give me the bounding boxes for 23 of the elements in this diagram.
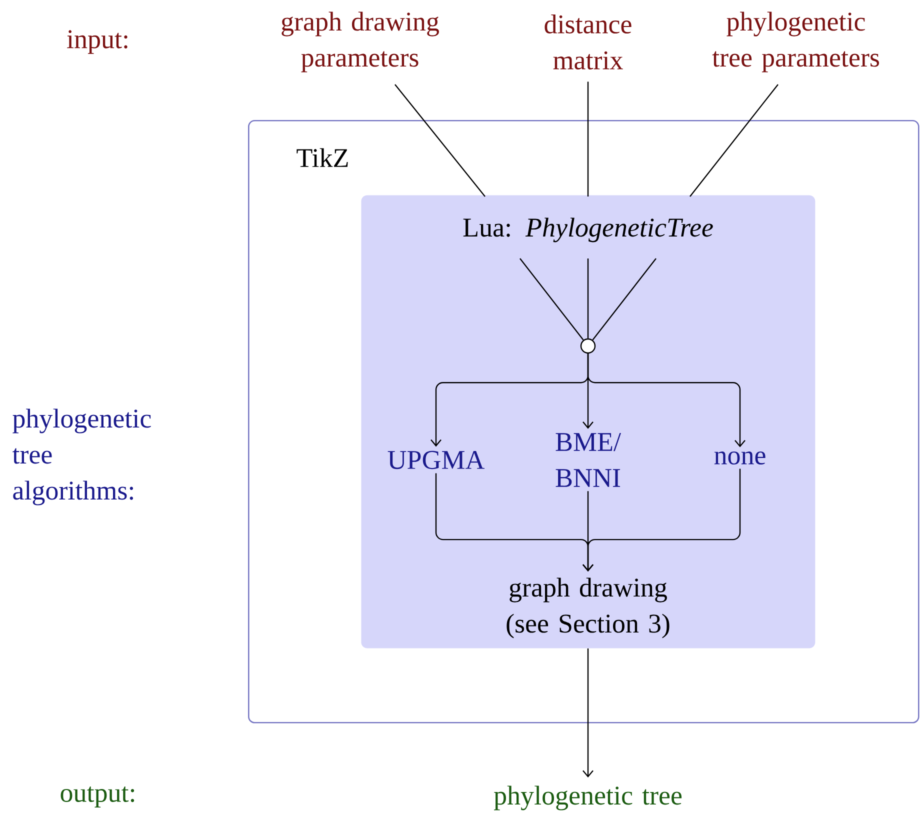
arrow (582, 468, 741, 572)
connector-line (690, 84, 778, 197)
algorithm-label: Lua: PhylogeneticTree (463, 218, 713, 242)
input-label: phylogenetic tree parameters (712, 12, 879, 72)
output-label: phylogenetic tree (494, 786, 682, 810)
connector-line (592, 258, 656, 340)
module-box (361, 195, 816, 648)
row-label: input: (67, 30, 128, 54)
arrow (582, 648, 594, 778)
algorithm-option: BME/ BNNI (556, 433, 621, 487)
row-label: output: (60, 786, 134, 808)
row-label: phylogenetic tree algorithms: (12, 408, 151, 506)
process-label: graph drawing (see Section 3) (506, 578, 670, 638)
algorithm-option: UPGMA (388, 450, 485, 470)
connector-line (587, 258, 589, 338)
junction-circle (580, 338, 596, 354)
arrow (587, 354, 746, 448)
input-label: distance matrix (544, 14, 632, 70)
connector-line (587, 82, 589, 197)
algorithm-option: none (714, 452, 766, 464)
input-label: graph drawing parameters (282, 12, 439, 72)
connector-line (394, 84, 486, 197)
connector-line (520, 258, 584, 340)
